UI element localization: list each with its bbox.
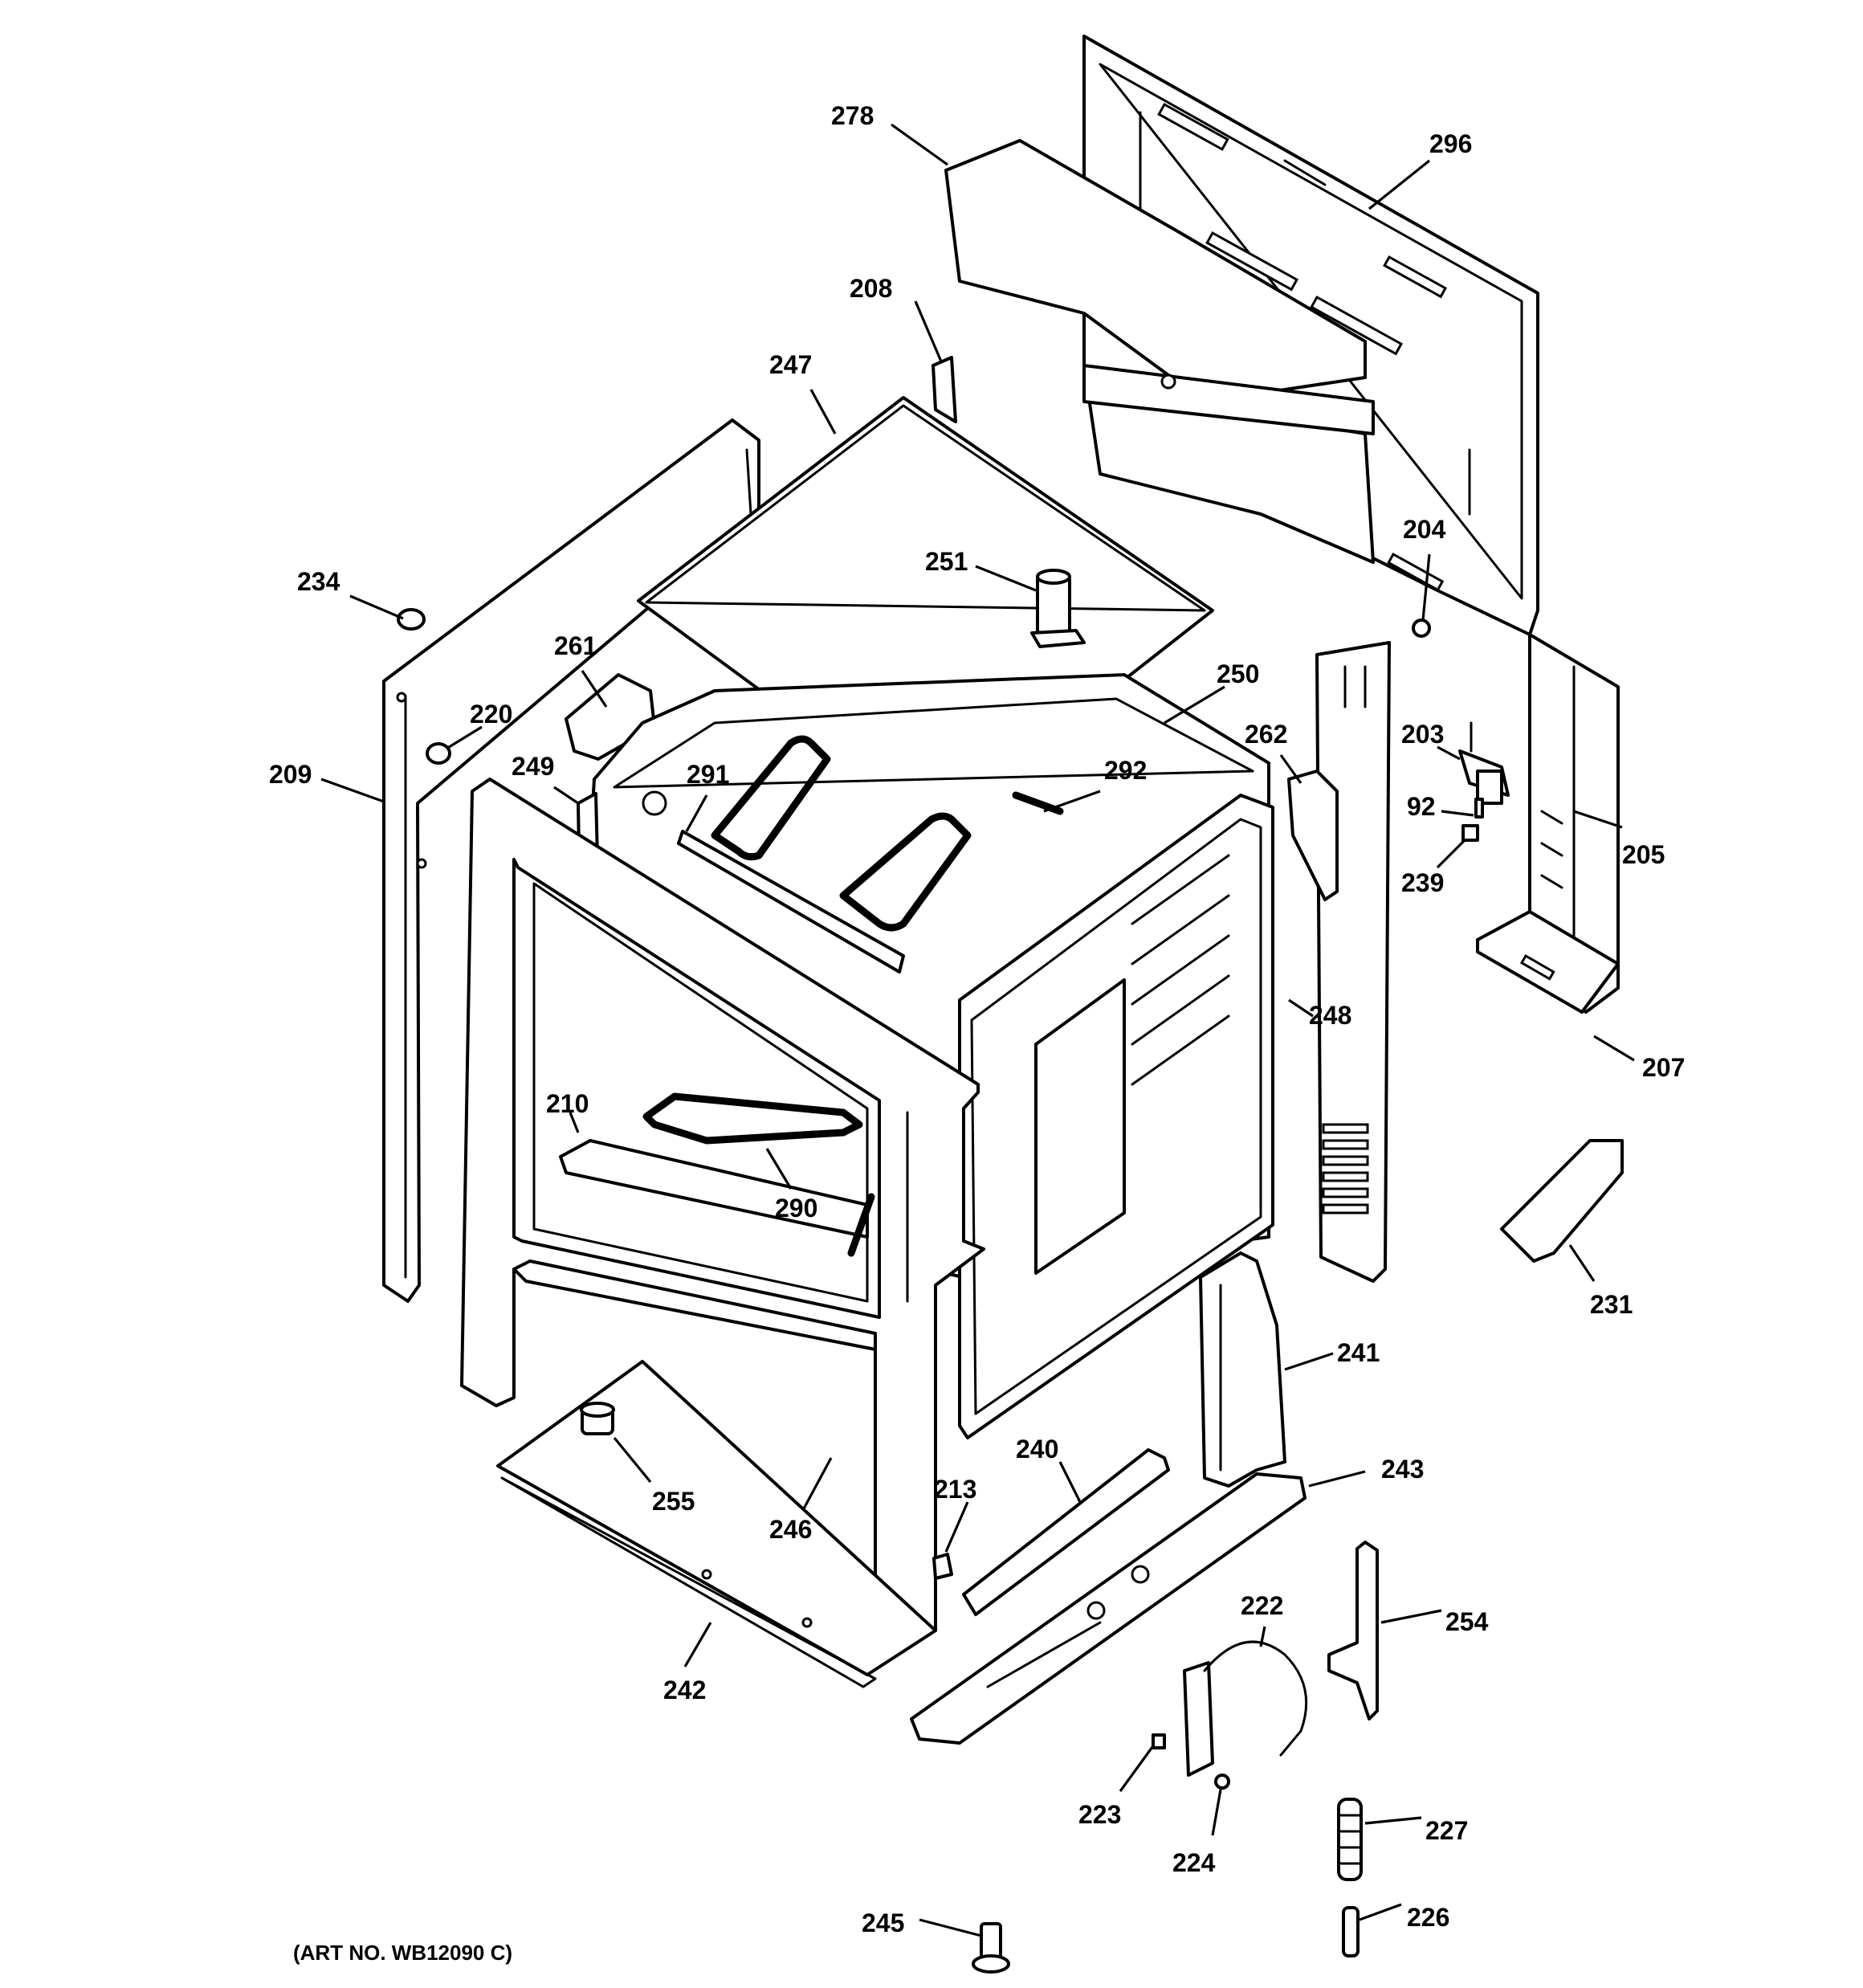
part-234-plug [397,608,426,631]
callout-227: 227 [1425,1816,1468,1845]
part-210-oven-bottom [559,1139,869,1239]
callout-240: 240 [1016,1435,1058,1463]
part-291-bracket [677,830,905,974]
callout-248: 248 [1309,1001,1351,1030]
part-204-screw [1412,618,1431,638]
part-290-bake-element [642,1092,875,1257]
callout-222: 222 [1241,1591,1283,1620]
callout-204: 204 [1403,515,1446,544]
callout-213: 213 [934,1475,976,1504]
callout-254: 254 [1445,1607,1489,1636]
callout-labels: 278 296 208 247 204 251 234 261 250 220 … [269,101,1685,1937]
callout-247: 247 [769,350,812,379]
part-248-side-panel [1315,641,1391,1283]
part-245-leg [972,1922,1010,1974]
part-223-screw [1152,1733,1166,1749]
part-239-clip [1461,824,1479,842]
callout-246: 246 [769,1515,812,1544]
part-241-bracket [1199,1251,1286,1488]
part-213-clip [932,1553,953,1580]
part-207-bracket-base [1476,910,1620,1014]
callout-223: 223 [1078,1800,1121,1829]
callout-278: 278 [831,101,874,130]
callout-250: 250 [1217,659,1259,688]
callout-291: 291 [687,760,729,789]
part-203-switch [1458,721,1510,805]
callout-290: 290 [775,1194,817,1223]
callout-226: 226 [1407,1903,1449,1932]
callout-203: 203 [1401,720,1444,749]
part-92-screw [1474,798,1484,818]
callout-245: 245 [862,1908,904,1937]
part-254-hinge-arm [1327,1541,1379,1721]
callout-209: 209 [269,760,312,789]
part-251-vent [1030,569,1086,648]
callout-231: 231 [1590,1290,1633,1319]
callout-292: 292 [1104,756,1147,785]
part-231-bracket [1500,1139,1624,1263]
callout-205: 205 [1622,840,1665,869]
art-number: (ART NO. WB12090 C) [293,1941,512,1965]
callout-251: 251 [925,547,968,576]
callout-208: 208 [850,274,892,303]
part-243-drawer-rail [910,1472,1307,1745]
callout-207: 207 [1642,1053,1685,1082]
part-222-hinge [1183,1640,1308,1777]
leader-lines [320,123,1635,1937]
callout-249: 249 [512,752,554,781]
callout-220: 220 [470,700,512,729]
part-240-rail [962,1448,1170,1616]
callout-239: 239 [1401,868,1444,897]
callout-242: 242 [663,1676,706,1704]
callout-241: 241 [1337,1338,1380,1367]
part-262-bracket [1287,769,1339,901]
part-209-left-side-panel [382,418,760,1303]
part-255-leveler [580,1402,615,1435]
callout-261: 261 [554,631,597,660]
callout-243: 243 [1381,1455,1424,1484]
part-242-bottom-panel [496,1360,937,1688]
part-226-link [1342,1906,1360,1957]
part-208-bracket [932,356,957,423]
callout-210: 210 [546,1089,589,1118]
callout-262: 262 [1245,720,1287,749]
callout-296: 296 [1429,129,1472,158]
part-oven-right-panel [958,794,1274,1439]
callout-234: 234 [297,567,340,596]
callout-92: 92 [1407,792,1436,821]
part-278-heat-shield [944,139,1375,564]
part-227-spring [1337,1798,1363,1881]
callout-224: 224 [1172,1848,1216,1877]
part-224-nut [1214,1774,1230,1790]
part-220-plug [426,742,451,765]
callout-255: 255 [652,1487,695,1516]
part-246-kick-plate [512,1259,877,1351]
